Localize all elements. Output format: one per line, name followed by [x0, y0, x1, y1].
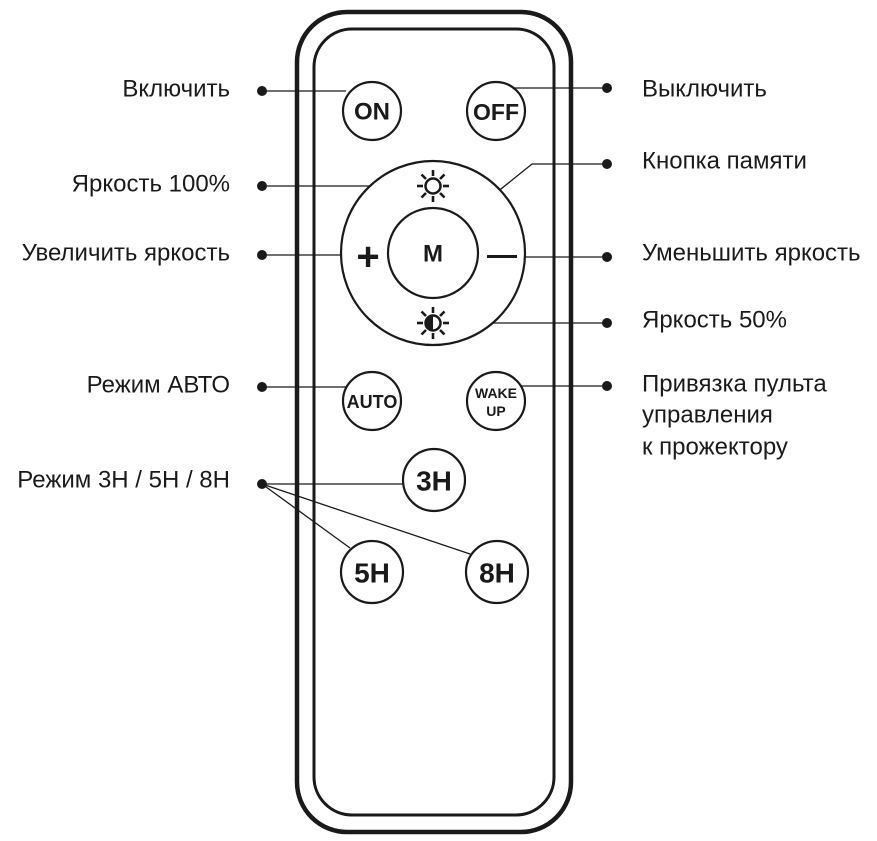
off-button[interactable]: OFF — [465, 80, 527, 142]
label-pairing-line3: к прожектору — [642, 434, 788, 461]
brightness-100-button[interactable] — [417, 170, 449, 202]
label-pairing-line1: Привязка пульта — [642, 371, 827, 398]
on-button-label: ON — [354, 99, 390, 126]
leader-timer-8h — [261, 483, 477, 557]
timer-3h-button[interactable]: 3H — [401, 447, 467, 513]
auto-button-label: AUTO — [347, 392, 398, 412]
leader-timer-5h — [261, 483, 351, 549]
label-brightness-50: Яркость 50% — [642, 307, 787, 334]
wake-up-label-line2: UP — [486, 403, 505, 419]
dot-increase — [257, 250, 267, 260]
dot-on — [257, 86, 267, 96]
label-off: Выключить — [642, 76, 767, 103]
dot-off — [602, 83, 612, 93]
wake-up-label-line1: WAKE — [475, 385, 517, 401]
label-pairing-line2: управления — [642, 402, 773, 429]
timer-3h-label: 3H — [416, 466, 452, 497]
label-brightness-100: Яркость 100% — [72, 171, 230, 198]
memory-button[interactable]: M — [386, 206, 480, 300]
on-button[interactable]: ON — [341, 80, 403, 142]
label-memory: Кнопка памяти — [642, 148, 807, 175]
leader-dots — [257, 83, 612, 489]
label-timer: Режим 3H / 5H / 8H — [17, 467, 230, 494]
dot-pairing — [602, 381, 612, 391]
wake-up-button[interactable]: WAKE UP — [465, 370, 527, 432]
sun-half-icon — [417, 307, 449, 339]
timer-5h-button[interactable]: 5H — [339, 539, 405, 605]
dot-memory — [602, 159, 612, 169]
dot-timer — [257, 479, 267, 489]
dot-brightness-50 — [602, 318, 612, 328]
label-auto: Режим АВТО — [87, 372, 230, 399]
minus-label: — — [487, 239, 517, 272]
increase-brightness-button[interactable]: + — [356, 235, 379, 279]
remote-outer-shell — [294, 9, 574, 835]
timer-8h-label: 8H — [479, 558, 515, 589]
remote-inner-panel — [312, 27, 556, 817]
auto-button[interactable]: AUTO — [341, 370, 403, 432]
label-increase: Увеличить яркость — [22, 240, 230, 267]
label-decrease: Уменьшить яркость — [642, 240, 861, 267]
decrease-brightness-button[interactable]: — — [487, 239, 517, 272]
brightness-50-button[interactable] — [417, 307, 449, 339]
dot-auto — [257, 382, 267, 392]
label-on: Включить — [122, 76, 230, 103]
timer-5h-label: 5H — [354, 558, 390, 589]
off-button-label: OFF — [473, 99, 519, 125]
sun-outline-icon — [417, 170, 449, 202]
timer-8h-button[interactable]: 8H — [464, 539, 530, 605]
dot-brightness-100 — [257, 181, 267, 191]
dot-decrease — [602, 252, 612, 262]
plus-label: + — [356, 235, 379, 279]
memory-button-label: M — [423, 241, 443, 268]
